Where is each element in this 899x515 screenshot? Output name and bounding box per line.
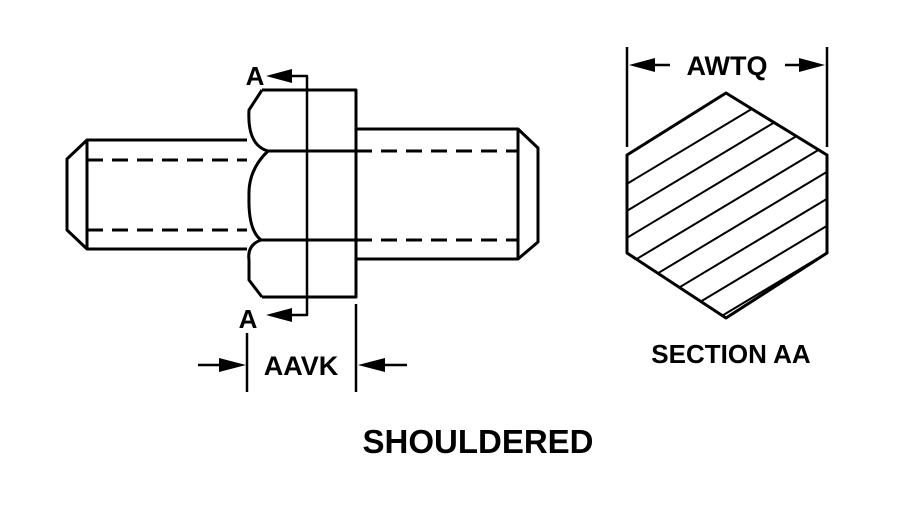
section-mark-bottom: A [239,304,258,334]
section-hatching [627,93,827,318]
left-stud [65,138,247,251]
dimension-aavk: AAVK [198,304,407,392]
arrow-left-icon [629,58,655,72]
hex-shoulder [247,88,358,299]
section-line-aa: A A [239,61,309,334]
dimension-awtq: AWTQ [625,47,829,147]
section-mark-top: A [246,61,265,91]
dimension-label-aavk: AAVK [264,351,339,381]
arrow-right-icon [219,358,246,372]
right-stud [356,127,540,261]
dimension-label-awtq: AWTQ [687,51,768,81]
arrow-right-icon [799,58,825,72]
section-title: SECTION AA [651,339,811,369]
arrow-left-icon [266,308,292,322]
arrow-left-icon [266,69,292,83]
section-aa-view [625,91,829,320]
part-title: SHOULDERED [362,423,593,460]
arrow-left-icon [358,358,385,372]
